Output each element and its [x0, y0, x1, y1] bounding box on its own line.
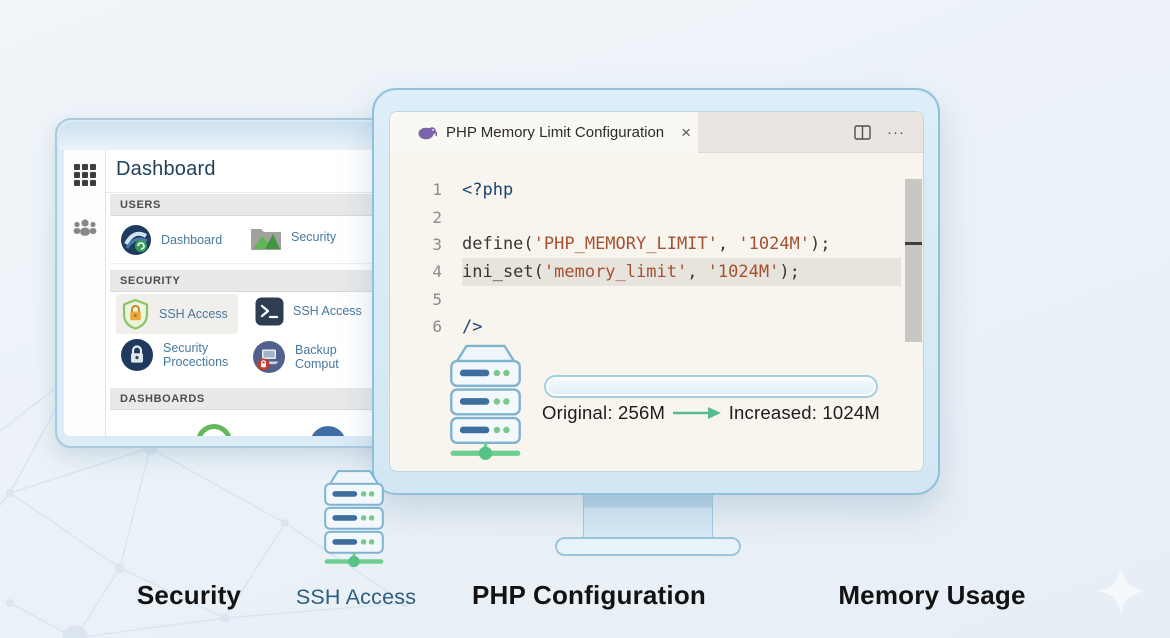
code-line: 2 [390, 203, 923, 230]
editor-scrollbar[interactable] [905, 179, 922, 342]
tab-title: PHP Memory Limit Configuration [446, 124, 665, 141]
shield-lock-icon [122, 298, 149, 330]
server-stack-icon [438, 340, 533, 462]
more-options-icon[interactable]: ··· [887, 124, 905, 141]
page-title: Dashboard [116, 158, 216, 180]
line-number: 2 [432, 207, 442, 227]
section-header-security: SECURITY [110, 270, 418, 292]
line-number: 4 [432, 262, 442, 282]
item-ssh-access-terminal[interactable]: SSH Access [255, 297, 362, 326]
editor-titlebar: PHP Memory Limit Configuration × ··· [390, 112, 923, 153]
scrollbar-marker [905, 242, 922, 245]
caption-php-configuration: PHP Configuration [471, 580, 707, 610]
caption-ssh-access: SSH Access [295, 585, 417, 609]
security-card: SSH Access SSH Access [110, 292, 418, 382]
app-logo-icon [121, 225, 151, 255]
item-label: SSH Access [159, 306, 228, 321]
memory-labels: Original: 256M Increased: 1024M [542, 402, 880, 424]
item-label: Security Procections [163, 340, 229, 369]
line-number: 1 [432, 180, 442, 200]
folder-image-icon [251, 229, 281, 250]
split-editor-icon[interactable] [854, 125, 871, 140]
item-ssh-access-shield[interactable]: SSH Access [116, 294, 238, 334]
caption-memory-usage: Memory Usage [838, 580, 1026, 610]
dashboard-sidebar [64, 150, 106, 436]
chart-circle-icon[interactable] [310, 426, 346, 436]
memory-progress-bar [544, 375, 878, 398]
close-icon[interactable]: × [681, 123, 692, 142]
memory-original-label: Original: 256M [542, 402, 666, 423]
item-label: Dashboard [161, 232, 223, 247]
users-group-icon[interactable] [72, 218, 98, 237]
line-number: 6 [432, 317, 442, 337]
dashboard-content: Dashboard USERS Dashboard [64, 150, 418, 436]
item-label: Security [291, 230, 337, 245]
monitor-stand-neck [583, 490, 713, 540]
item-security-folder[interactable]: Security [250, 224, 336, 251]
editor-screen: PHP Memory Limit Configuration × ··· 1<?… [389, 111, 924, 472]
line-number: 5 [432, 289, 442, 309]
window-titlebar [59, 122, 423, 150]
dashboard-window: Dashboard USERS Dashboard [55, 118, 427, 448]
monitor-stand-base [555, 537, 741, 556]
memory-progress-fill [548, 379, 874, 394]
caption-security: Security [136, 580, 242, 610]
php-icon [418, 127, 437, 140]
item-security-protections[interactable]: Security Procections [120, 338, 237, 372]
item-dashboard[interactable]: Dashboard [120, 224, 222, 256]
section-header-users: USERS [110, 194, 418, 216]
divider [106, 192, 418, 193]
code-line: 6/> [390, 313, 923, 340]
backup-computer-icon [253, 341, 285, 373]
titlebar-actions: ··· [854, 112, 905, 153]
users-card: Dashboard Security [110, 216, 418, 264]
item-backup-computer[interactable]: Backup Comput [252, 340, 369, 374]
item-label: SSH Access [293, 304, 362, 319]
line-number: 3 [432, 234, 442, 254]
arrow-right-icon [672, 407, 721, 419]
item-label: Backup Comput [295, 342, 339, 371]
padlock-circle-icon [121, 339, 153, 371]
dashboards-card [110, 410, 418, 436]
editor-tab[interactable]: PHP Memory Limit Configuration × [390, 112, 698, 153]
code-line: 1<?php [390, 176, 923, 203]
dashboard-main: Dashboard USERS Dashboard [106, 150, 418, 436]
monitor: PHP Memory Limit Configuration × ··· 1<?… [372, 88, 940, 495]
grid-menu-icon[interactable] [73, 164, 96, 186]
code-line: 5 [390, 286, 923, 313]
terminal-icon [255, 297, 284, 326]
section-header-dashboards: DASHBOARDS [110, 388, 418, 410]
sparkle-icon [1097, 567, 1145, 615]
chart-ring-icon[interactable] [196, 424, 232, 436]
ssh-server-stack-icon [314, 466, 394, 569]
memory-increased-label: Increased: 1024M [728, 402, 880, 423]
